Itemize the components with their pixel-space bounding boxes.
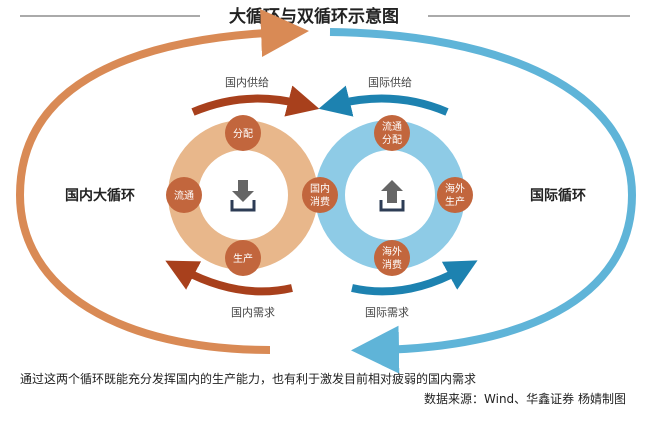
node-domestic-consumption: 国内 消费 — [302, 177, 338, 213]
domestic-cycle-label: 国内大循环 — [65, 187, 135, 204]
svg-text:海外: 海外 — [445, 182, 465, 195]
node-circulation: 流通 — [166, 177, 202, 213]
svg-text:分配: 分配 — [233, 128, 253, 140]
svg-text:消费: 消费 — [310, 195, 330, 208]
diagram-title: 大循环与双循环示意图 — [229, 6, 399, 27]
intl-demand-label: 国际需求 — [365, 306, 409, 319]
intl-demand-arrow — [351, 260, 478, 296]
svg-text:流通: 流通 — [174, 189, 194, 202]
svg-text:生产: 生产 — [445, 195, 465, 208]
svg-text:流通: 流通 — [382, 120, 402, 133]
node-overseas-production: 海外 生产 — [437, 177, 473, 213]
node-intl-circulation-distribution: 流通 分配 — [374, 115, 410, 151]
svg-text:分配: 分配 — [382, 134, 402, 146]
download-icon — [230, 180, 256, 212]
footer-caption: 通过这两个循环既能充分发挥国内的生产能力，也有利于激发目前相对疲弱的国内需求 — [20, 371, 476, 386]
intl-cycle-arc-arrow — [329, 28, 637, 374]
node-production: 生产 — [225, 240, 261, 276]
domestic-supply-label: 国内供给 — [225, 75, 269, 89]
domestic-demand-label: 国内需求 — [231, 305, 275, 319]
intl-supply-arrow — [318, 85, 449, 117]
domestic-demand-arrow — [165, 260, 293, 296]
intl-cycle-label: 国际循环 — [530, 187, 586, 204]
upload-icon — [379, 180, 405, 212]
svg-text:生产: 生产 — [233, 252, 253, 265]
svg-text:海外: 海外 — [382, 245, 402, 258]
intl-supply-label: 国际供给 — [368, 75, 412, 89]
node-overseas-consumption: 海外 消费 — [374, 240, 410, 276]
svg-text:消费: 消费 — [382, 258, 402, 271]
domestic-supply-arrow — [191, 85, 320, 117]
svg-text:国内: 国内 — [310, 182, 330, 195]
node-distribution: 分配 — [225, 115, 261, 151]
footer-source: 数据来源：Wind、华鑫证券 杨婧制图 — [424, 391, 626, 406]
domestic-cycle-arc-arrow — [15, 9, 309, 354]
